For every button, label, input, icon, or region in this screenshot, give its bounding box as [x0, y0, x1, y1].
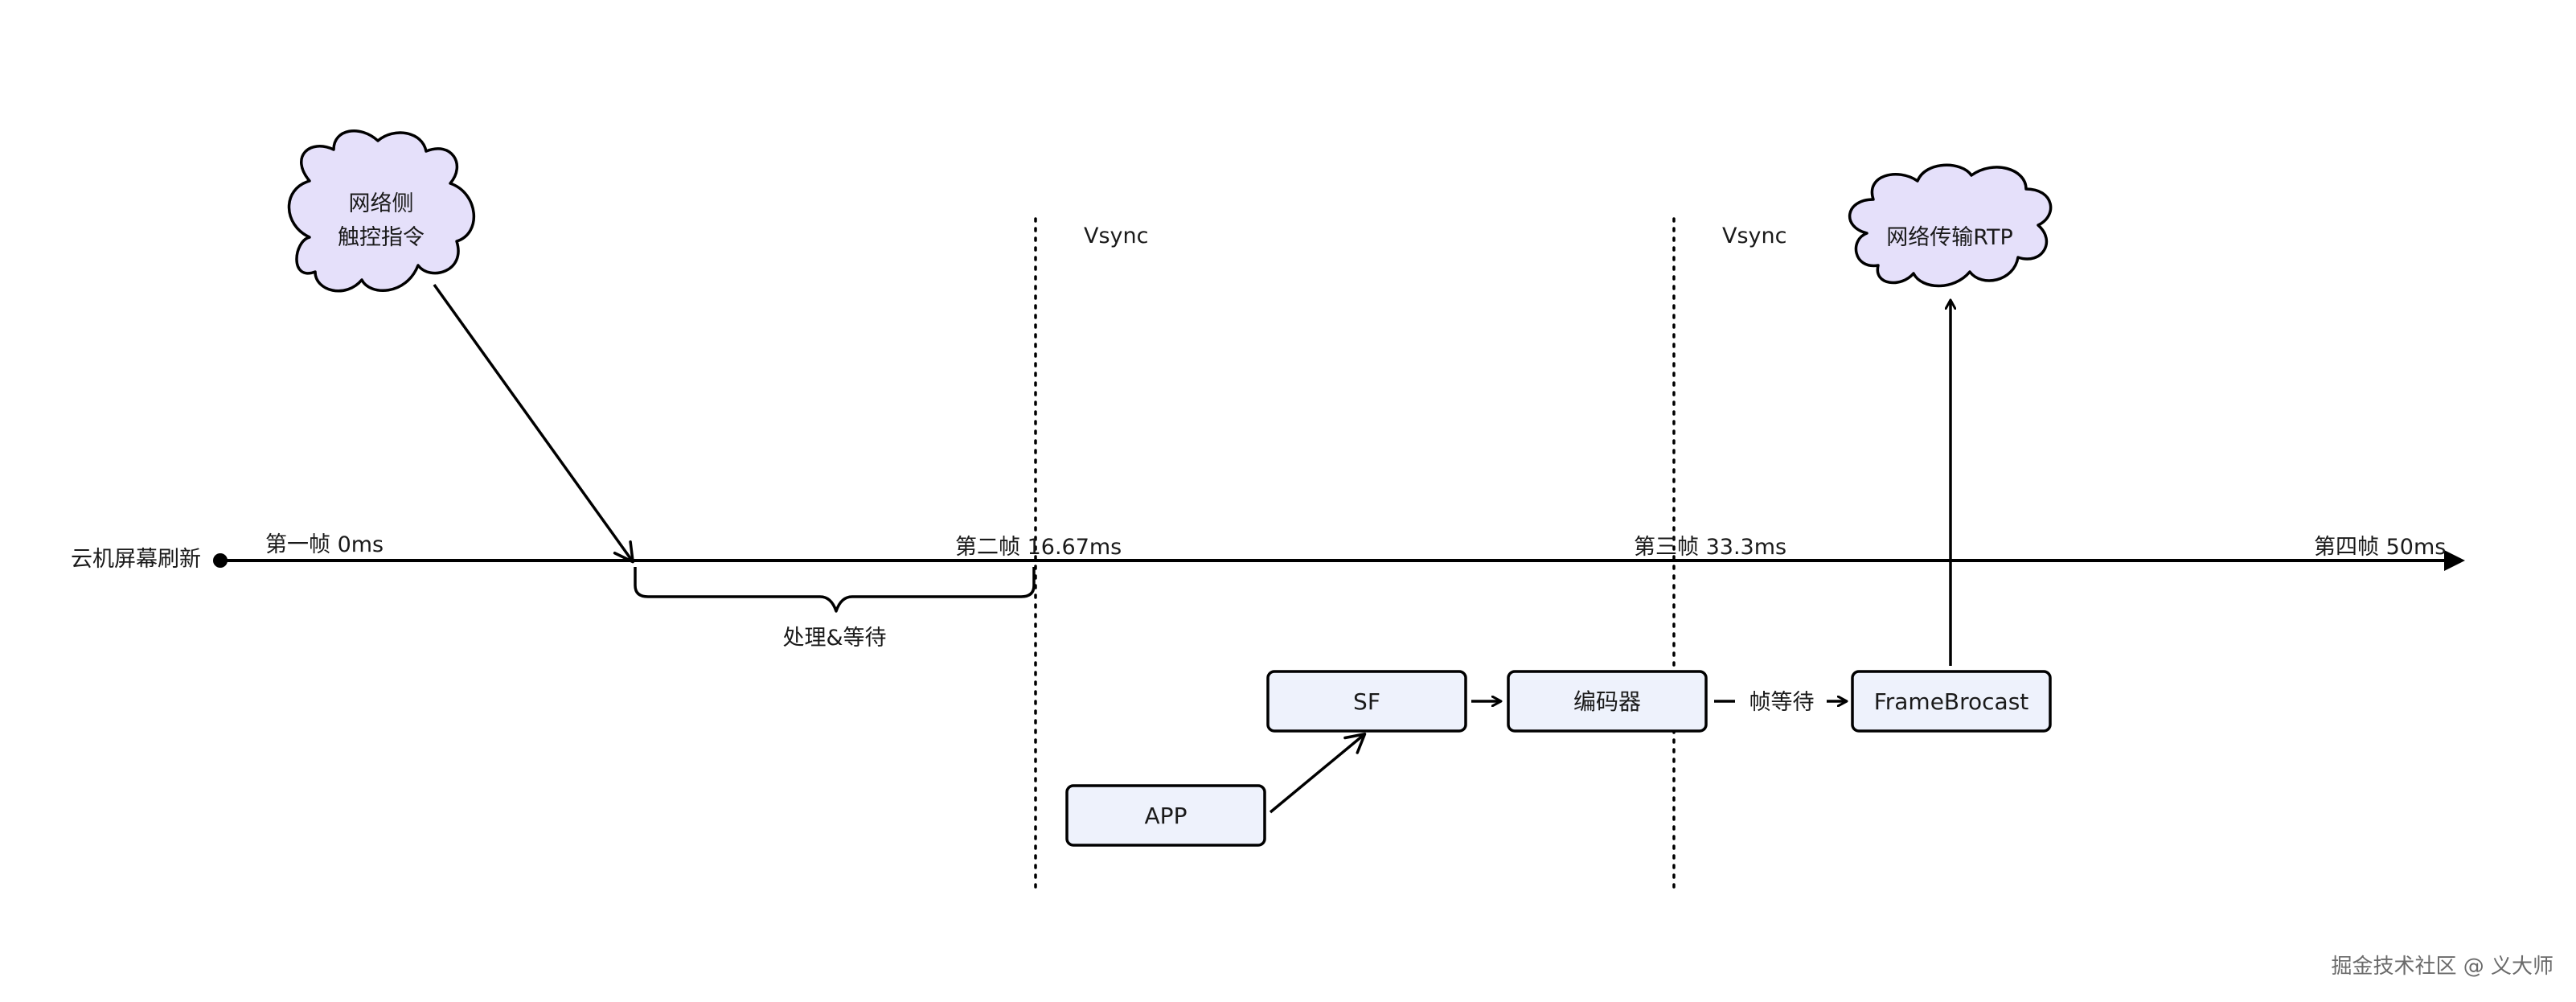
timeline-label: 云机屏幕刷新	[71, 547, 201, 572]
rtp-cloud-label: 网络传输RTP	[1886, 225, 2013, 250]
framebrocast-box: FrameBrocast	[1851, 670, 2052, 733]
touch-cloud-label-line-2: 触控指令	[338, 225, 425, 250]
frame-label-4: 第四帧 50ms	[2314, 535, 2446, 560]
rtp-cloud-shape	[1848, 163, 2053, 288]
timeline-arrowhead	[2444, 550, 2465, 571]
touch-cloud-label-line-1: 网络侧	[349, 191, 414, 216]
touch-cloud-shape	[287, 129, 476, 293]
sf-box-label: SF	[1353, 688, 1380, 715]
app-box: APP	[1065, 784, 1266, 847]
encoder-box-label: 编码器	[1573, 688, 1641, 715]
touch-arrow	[433, 283, 634, 564]
sf-box: SF	[1266, 670, 1467, 733]
rtp-cloud: 网络传输RTP	[1848, 163, 2053, 288]
frame-label-2: 第二帧 16.67ms	[955, 535, 1122, 560]
frame-wait-label: 帧等待	[1749, 690, 1815, 715]
watermark: 掘金技术社区 @ 义大师	[2331, 955, 2553, 979]
frame-label-3: 第三帧 33.3ms	[1634, 535, 1786, 560]
framebrocast-box-label: FrameBrocast	[1874, 688, 2029, 715]
frame-label-1: 第一帧 0ms	[265, 532, 384, 557]
vsync-label-1: Vsync	[1084, 224, 1148, 248]
app-box-label: APP	[1145, 803, 1188, 829]
vsync-label-2: Vsync	[1722, 224, 1786, 248]
brace-label: 处理&等待	[782, 626, 886, 651]
processing-brace	[634, 567, 1036, 613]
encoder-box: 编码器	[1507, 670, 1708, 733]
app-to-sf-arrow	[1269, 732, 1367, 814]
touch-cloud: 网络侧 触控指令	[287, 129, 476, 293]
